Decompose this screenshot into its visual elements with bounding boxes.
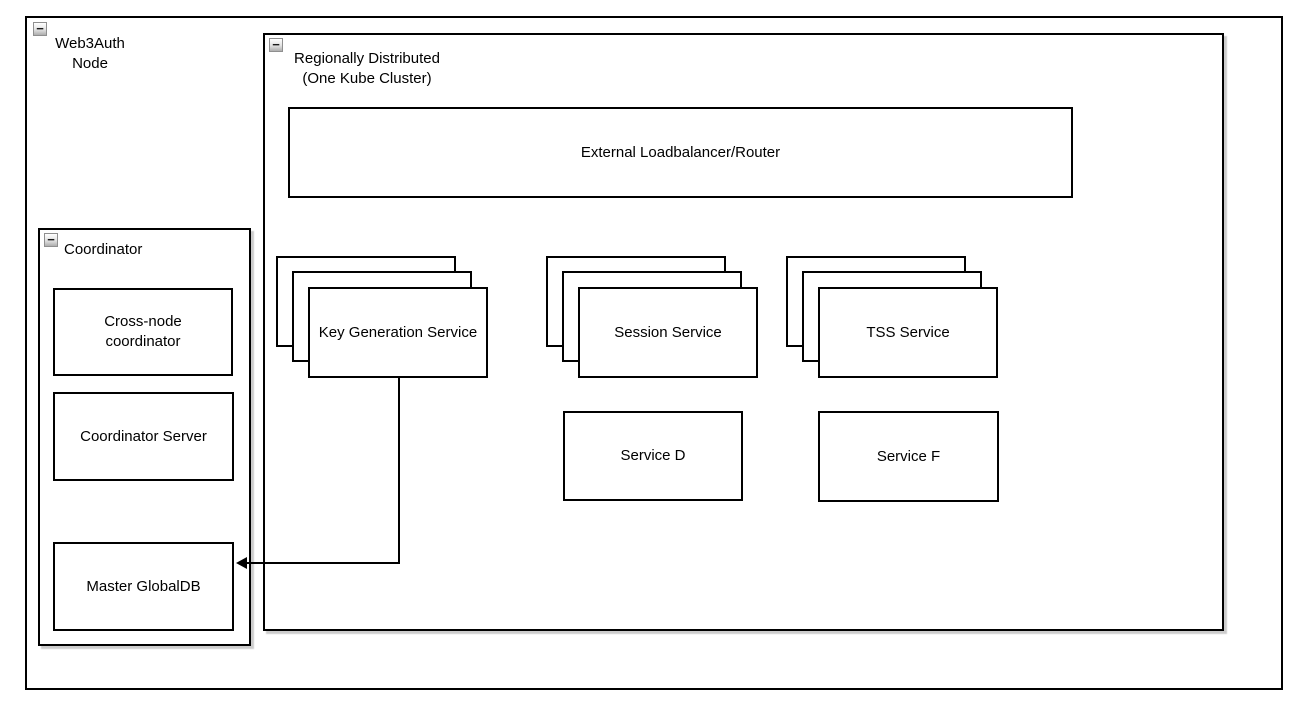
minus-icon: −	[47, 231, 55, 247]
collapse-toggle-regional[interactable]: −	[269, 38, 283, 52]
edge-keygen-to-globaldb-vertical	[398, 378, 400, 564]
node-label: Service F	[876, 447, 941, 465]
node-tss-service: TSS Service	[786, 256, 998, 378]
minus-icon: −	[36, 20, 44, 36]
container-label-coordinator: Coordinator	[64, 241, 143, 258]
node-label: Cross-node coordinator	[104, 313, 182, 350]
node-label: TSS Service	[866, 323, 950, 341]
node-coordinator-server: Coordinator Server	[53, 392, 234, 481]
node-external-loadbalancer: External Loadbalancer/Router	[288, 107, 1073, 198]
node-master-globaldb: Master GlobalDB	[53, 542, 234, 631]
container-coordinator: − Coordinator Cross-node coordinator Coo…	[38, 228, 251, 646]
node-label: Master GlobalDB	[86, 577, 201, 595]
node-key-generation-service: Key Generation Service	[276, 256, 488, 378]
node-label: Coordinator Server	[80, 427, 207, 445]
edge-keygen-to-globaldb-horizontal	[247, 562, 399, 564]
node-label: Service D	[620, 447, 686, 464]
node-label: External Loadbalancer/Router	[580, 143, 781, 161]
collapse-toggle-coordinator[interactable]: −	[44, 233, 58, 247]
collapse-toggle-web3auth[interactable]: −	[33, 22, 47, 36]
node-service-f: Service F	[818, 411, 999, 502]
stacked-box-front: TSS Service	[818, 287, 998, 378]
container-label-web3auth: Web3Auth Node	[55, 35, 125, 72]
container-web3auth-node: − Web3Auth Node − Regionally Distributed…	[25, 16, 1283, 690]
arrowhead-icon	[236, 557, 247, 569]
container-label-regional: Regionally Distributed (One Kube Cluster…	[294, 50, 440, 87]
node-cross-node-coordinator: Cross-node coordinator	[53, 288, 233, 376]
node-label: Session Service	[614, 323, 722, 341]
minus-icon: −	[272, 36, 280, 52]
container-regionally-distributed: − Regionally Distributed (One Kube Clust…	[263, 33, 1224, 631]
node-label: Key Generation Service	[318, 323, 478, 341]
node-session-service: Session Service	[546, 256, 758, 378]
stacked-box-front: Key Generation Service	[308, 287, 488, 378]
node-service-d: Service D	[563, 411, 743, 501]
stacked-box-front: Session Service	[578, 287, 758, 378]
